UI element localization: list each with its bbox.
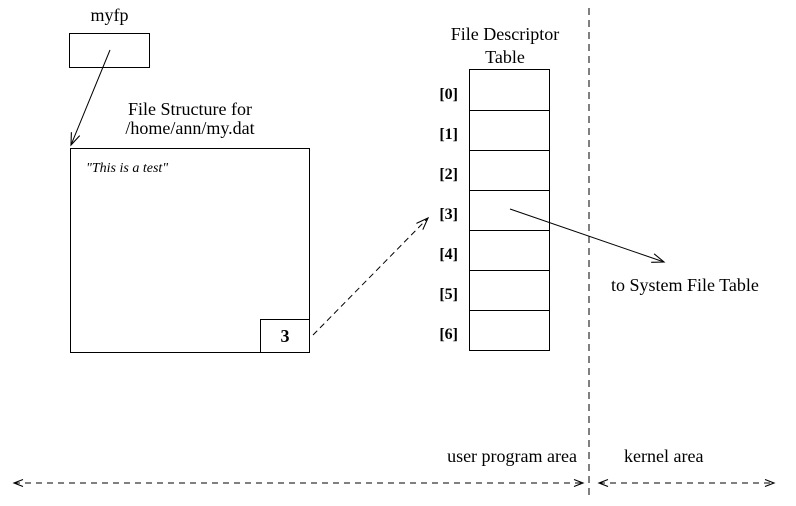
fd-table-title-line2: Table	[485, 47, 525, 67]
fd-table: [0] [1] [2] [3] [4] [5] [6]	[420, 69, 550, 351]
kernel-area-label: kernel area	[624, 446, 704, 466]
fd-slot-label-0: [0]	[439, 86, 458, 103]
descriptor-to-fd-table-arrow	[312, 218, 428, 336]
fd-table-row: [6]	[420, 309, 550, 351]
fd-slot-label-2: [2]	[439, 166, 458, 183]
fd-table-row: [5]	[420, 269, 550, 311]
fd-slot-label-3: [3]	[439, 206, 458, 223]
fd-table-row: [1]	[420, 109, 550, 151]
fd-table-row: [4]	[420, 229, 550, 271]
file-structure-title-line2: /home/ann/my.dat	[125, 118, 255, 138]
myfp-pointer-box	[69, 33, 150, 68]
file-structure-box: "This is a test" 3	[70, 148, 310, 353]
fd-slot-cell-6	[469, 309, 550, 351]
fd-slot3-to-system-file-table-arrow	[509, 208, 664, 262]
fd-slot-cell-1	[469, 109, 550, 151]
file-content-text: "This is a test"	[86, 161, 169, 176]
fd-slot-cell-4	[469, 229, 550, 271]
file-structure-title: File Structure for /home/ann/my.dat	[70, 100, 310, 138]
fd-slot-label-5: [5]	[439, 286, 458, 303]
fd-slot-cell-5	[469, 269, 550, 311]
fd-slot-label-1: [1]	[439, 126, 458, 143]
fd-slot-cell-3	[469, 189, 550, 231]
fd-table-row: [2]	[420, 149, 550, 191]
to-system-file-table-label: to System File Table	[611, 275, 759, 295]
descriptor-number-box: 3	[260, 319, 310, 353]
fd-slot-cell-2	[469, 149, 550, 191]
fd-table-title-line1: File Descriptor	[450, 24, 560, 44]
file-structure-title-line1: File Structure for	[128, 99, 252, 119]
fd-table-row: [0]	[420, 69, 550, 111]
fd-slot-label-4: [4]	[439, 246, 458, 263]
fd-slot-cell-0	[469, 69, 550, 111]
fd-table-title: File Descriptor Table	[440, 23, 570, 69]
myfp-label: myfp	[90, 5, 129, 25]
fd-slot-label-6: [6]	[439, 326, 458, 343]
fd-table-row: [3]	[420, 189, 550, 231]
myfp-to-file-structure-arrow	[71, 49, 111, 145]
user-program-area-label: user program area	[447, 446, 577, 466]
